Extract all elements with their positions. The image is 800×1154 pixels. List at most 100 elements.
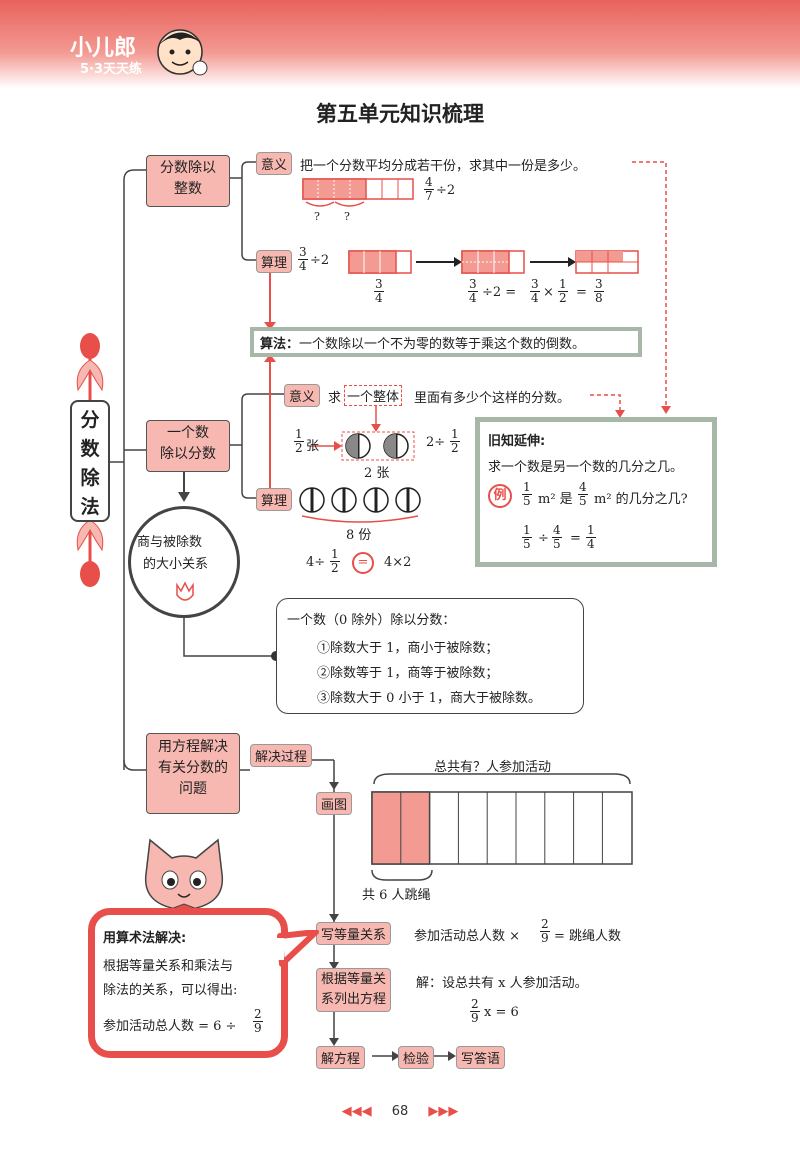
step-check: 检验 [398, 1046, 435, 1069]
box-line: 用方程解决 [158, 739, 228, 755]
side-title-char: 法 [80, 496, 100, 518]
relation-intro: 一个数（0 除外）除以分数： [287, 613, 456, 628]
step-equation: 根据等量关 系列出方程 [316, 968, 392, 1012]
box-line: 除以分数 [160, 446, 216, 462]
box-line: 整数 [174, 181, 202, 197]
meaning-post: 里面有多少个这样的分数。 [414, 391, 571, 406]
header-band [0, 0, 800, 88]
tulip-small-icon [176, 581, 194, 601]
meaning-tag: 意义 [256, 152, 293, 175]
rope-brace [371, 869, 433, 881]
bar-quarters-diagram [348, 250, 639, 274]
meaning-pre: 求 [328, 391, 342, 406]
bar-sevenths-diagram [302, 178, 414, 207]
relation-post: = 跳绳人数 [554, 929, 622, 944]
algorithm-box: 算法：一个数除以一个不为零的数等于乘这个数的倒数。 [250, 327, 642, 357]
branch-equation-problems: 用方程解决 有关分数的 问题 [146, 733, 240, 814]
arithmetic-line: 除法的关系，可以得出: [103, 983, 238, 998]
sol-eq: = [570, 531, 581, 546]
meaning-boxed: 一个整体 [344, 385, 403, 406]
relation-circle: 商与被除数 的大小关系 [128, 506, 240, 618]
relation-item: ②除数等于 1，商等于被除数； [317, 666, 499, 681]
relation-item: ③除数大于 0 小于 1，商大于被除数。 [317, 691, 541, 706]
step-answer: 写答语 [456, 1046, 506, 1069]
q-mark: ? [314, 210, 320, 223]
step-relation: 写等量关系 [316, 922, 392, 945]
box-line: 一个数 [167, 425, 209, 441]
step-line: 根据等量关 [321, 972, 387, 987]
rope-label: 共 6 人跳绳 [362, 888, 431, 903]
meaning-tag: 意义 [284, 384, 321, 407]
arithmetic-bubble: 用算术法解决: 根据等量关系和乘法与 除法的关系，可以得出: 参加活动总人数 =… [88, 908, 288, 1058]
eq-symbol: = [352, 552, 374, 574]
reason-tag: 算理 [256, 488, 293, 511]
arithmetic-line: 根据等量关系和乘法与 [103, 959, 234, 974]
two-sheets: 2 张 [364, 466, 390, 481]
expr-suffix: ÷2 [436, 183, 456, 198]
side-title-box: 分 数 除 法 [70, 400, 110, 522]
arithmetic-title: 用算术法解决: [103, 931, 187, 946]
box-line: 问题 [179, 781, 207, 797]
side-title-char: 数 [80, 438, 100, 460]
box-line: 分数除以 [160, 160, 216, 176]
div-prefix: 2÷ [426, 435, 446, 450]
circles-two-sheets [310, 406, 415, 461]
relation-pre: 参加活动总人数 × [414, 929, 521, 944]
example-mark: 例 [488, 484, 512, 508]
reason-tag: 算理 [256, 250, 293, 273]
let-text: 解：设总共有 x 人参加活动。 [416, 976, 588, 991]
ninths-bar-diagram [371, 773, 633, 865]
arithmetic-last: 参加活动总人数 = 6 ÷ [103, 1019, 237, 1034]
step-solve: 解方程 [316, 1046, 366, 1069]
boy-mascot-icon [157, 29, 208, 76]
parts-label: 8 份 [346, 528, 372, 543]
q-mark: ? [344, 210, 350, 223]
bubble-tail [276, 930, 319, 967]
meaning-text: 把一个分数平均分成若干份，求其中一份是多少。 [300, 159, 587, 174]
circles-eight-halves [299, 487, 421, 523]
eq-equals: = [576, 285, 587, 300]
eq-rest: x = 6 [484, 1005, 519, 1020]
page-title: 第五单元知识梳理 [316, 102, 484, 126]
step-line: 系列出方程 [321, 992, 387, 1007]
box-line: 有关分数的 [158, 760, 228, 776]
half-unit: 张 [306, 439, 320, 454]
logo-subtitle: 5·3天天练 [80, 62, 143, 77]
review-title: 旧知延伸: [488, 434, 546, 449]
ex-mid: m² 是 [538, 492, 573, 507]
total-label: 总共有？人参加活动 [434, 760, 552, 775]
review-line1: 求一个数是另一个数的几分之几。 [488, 460, 684, 475]
eq-right: 4×2 [384, 555, 412, 570]
reason-suffix: ÷2 [310, 253, 330, 268]
step-draw: 画图 [316, 792, 353, 815]
algorithm-label: 算法： [260, 337, 300, 352]
eq-times: × [543, 285, 554, 300]
page-number: 68 [391, 1104, 409, 1119]
eq-div: ÷2 = [482, 285, 517, 300]
circle-line: 商与被除数 [137, 535, 203, 550]
sol-div: ÷ [538, 531, 549, 546]
branch-number-div-fraction: 一个数 除以分数 [146, 420, 230, 472]
logo-title: 小儿郎 [70, 36, 137, 61]
ex-end: m² 的几分之几? [594, 492, 688, 507]
branch-fraction-div-integer: 分数除以 整数 [146, 155, 230, 207]
tulip-icon [76, 333, 104, 587]
page-number-footer: ◀◀◀ 68 ▶▶▶ [0, 1104, 800, 1119]
